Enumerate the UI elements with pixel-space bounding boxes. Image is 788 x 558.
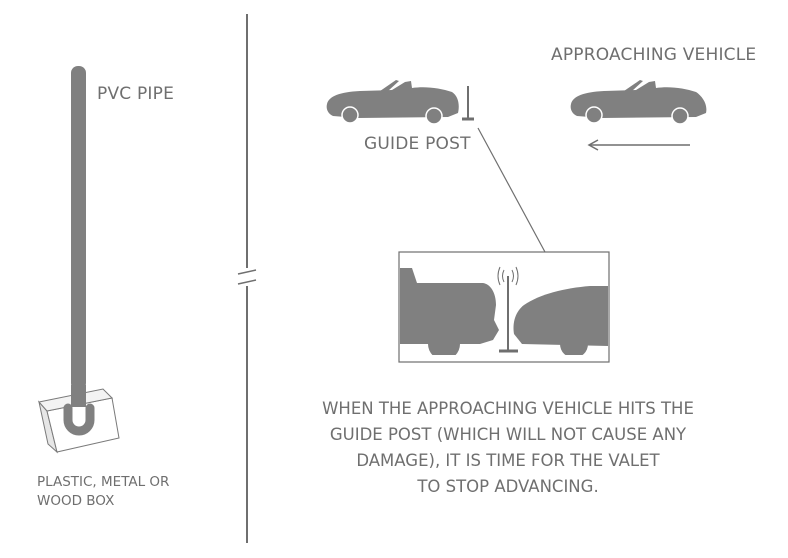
panel-divider	[237, 14, 257, 543]
guide-post-top	[462, 86, 474, 121]
detail-right-car	[513, 286, 608, 346]
caption-line-2: GUIDE POST (WHICH WILL NOT CAUSE ANY	[329, 425, 687, 444]
caption-line-3: DAMAGE), IT IS TIME FOR THE VALET	[356, 451, 660, 470]
divider-break-mark-1	[237, 269, 257, 275]
direction-arrow-head	[587, 139, 599, 151]
pipe-elbow	[63, 403, 95, 436]
pvc-pipe	[71, 66, 86, 390]
caption-line-1: WHEN THE APPROACHING VEHICLE HITS THE	[322, 399, 694, 418]
approaching-vehicle-label: APPROACHING VEHICLE	[551, 45, 757, 65]
parked-car-body	[326, 81, 459, 118]
direction-arrow	[587, 139, 690, 151]
detail-right-wheel-ground-mask	[530, 355, 608, 361]
parked-car	[326, 80, 459, 125]
approaching-car-body	[570, 81, 707, 118]
caption-line-4: TO STOP ADVANCING.	[417, 477, 599, 496]
parked-car-rear-wheel	[341, 106, 359, 124]
caption-text: WHEN THE APPROACHING VEHICLE HITS THE GU…	[286, 396, 730, 500]
leader-line	[477, 127, 546, 253]
detail-right-car-wheel	[560, 330, 588, 358]
vibration-mark-left-outer	[497, 266, 501, 286]
vibration-mark-right-outer	[515, 266, 519, 286]
approaching-car-rear-wheel	[585, 106, 603, 124]
detail-left-wheel-ground-mask	[400, 355, 520, 361]
vibration-mark-right-inner	[511, 269, 514, 283]
parked-car-windshield	[380, 80, 399, 91]
approaching-car-front-wheel	[671, 107, 689, 125]
box-label-line2: WOOD BOX	[37, 493, 115, 509]
pipe-into-box	[71, 385, 86, 407]
guide-post-label: GUIDE POST	[364, 134, 471, 154]
divider-break-mark-2	[237, 279, 257, 285]
approaching-car	[570, 80, 707, 125]
box-label-line1: PLASTIC, METAL OR	[37, 474, 170, 490]
vibration-mark-left-inner	[502, 269, 505, 283]
pvc-pipe-assembly	[38, 66, 120, 454]
approaching-car-windshield	[624, 80, 643, 91]
detail-left-car	[400, 268, 499, 344]
detail-frame	[398, 251, 610, 363]
parked-car-front-wheel	[425, 107, 443, 125]
pvc-pipe-label: PVC PIPE	[97, 84, 175, 104]
detail-left-car-wheel	[428, 328, 460, 360]
